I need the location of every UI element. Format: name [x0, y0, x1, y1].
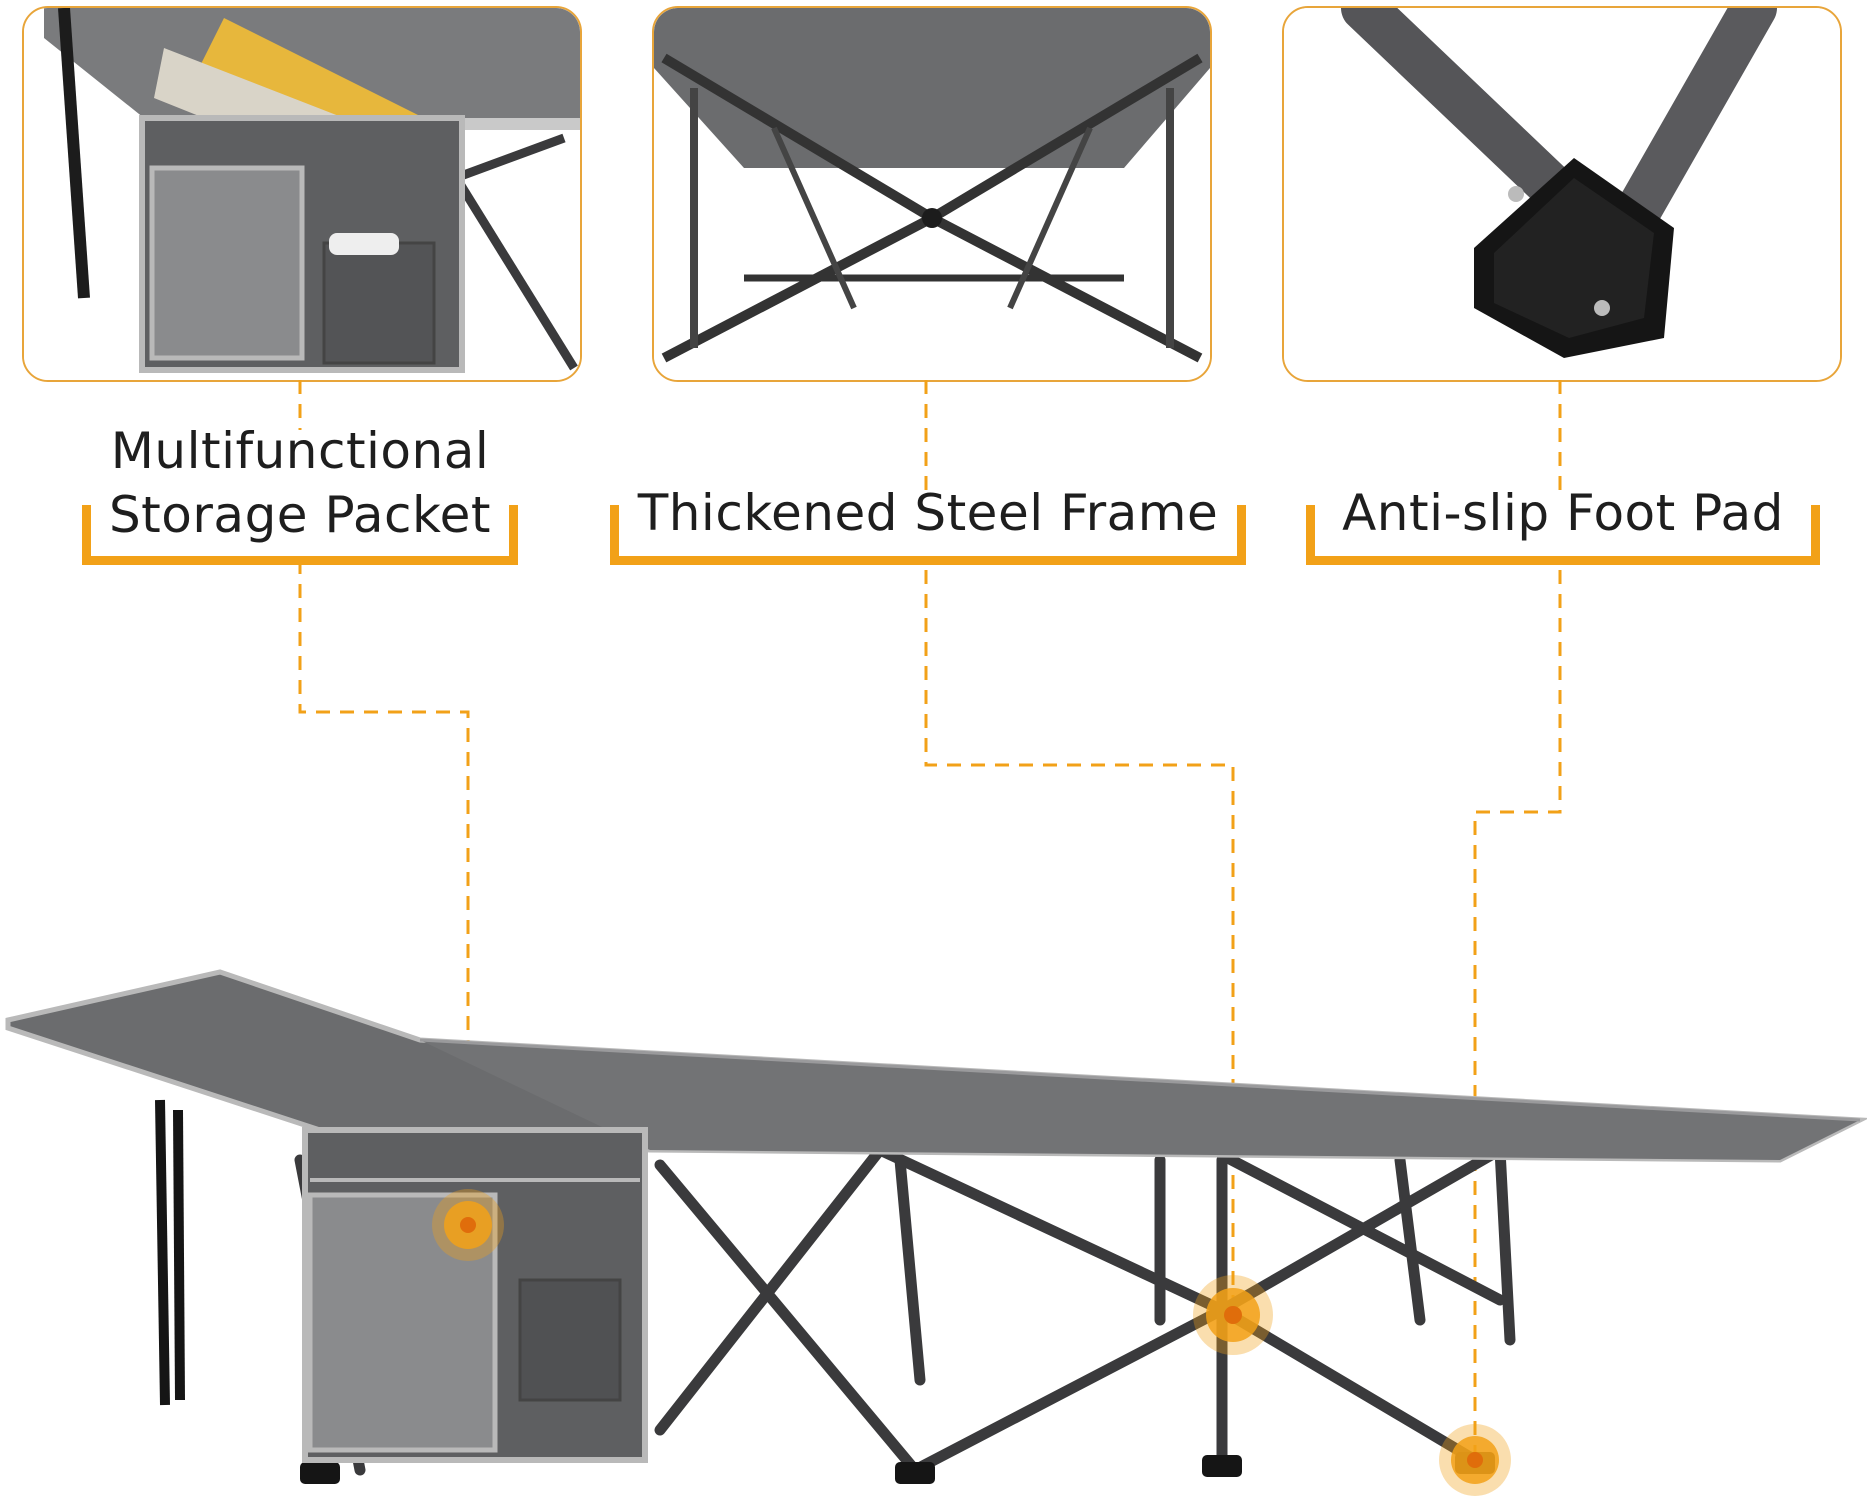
steel-frame-detail-image [652, 6, 1212, 382]
foot-pad-detail-image [1282, 6, 1842, 382]
storage-packet-label-line2: Storage Packet [108, 486, 492, 544]
tie-straps [155, 1099, 185, 1406]
label-bracket-foot [1306, 505, 1820, 565]
callout-marker-foot [1439, 1424, 1511, 1496]
steel-frame-label: Thickened Steel Frame [637, 484, 1219, 542]
storage-pocket [302, 1127, 648, 1463]
foot-pad-label: Anti-slip Foot Pad [1342, 484, 1784, 542]
label-bracket-frame [610, 505, 1246, 565]
storage-packet-label-line1: Multifunctional [110, 422, 490, 480]
callout-marker-storage [432, 1189, 504, 1261]
callout-marker-frame [1193, 1275, 1273, 1355]
storage-pocket-detail-image [22, 6, 582, 382]
